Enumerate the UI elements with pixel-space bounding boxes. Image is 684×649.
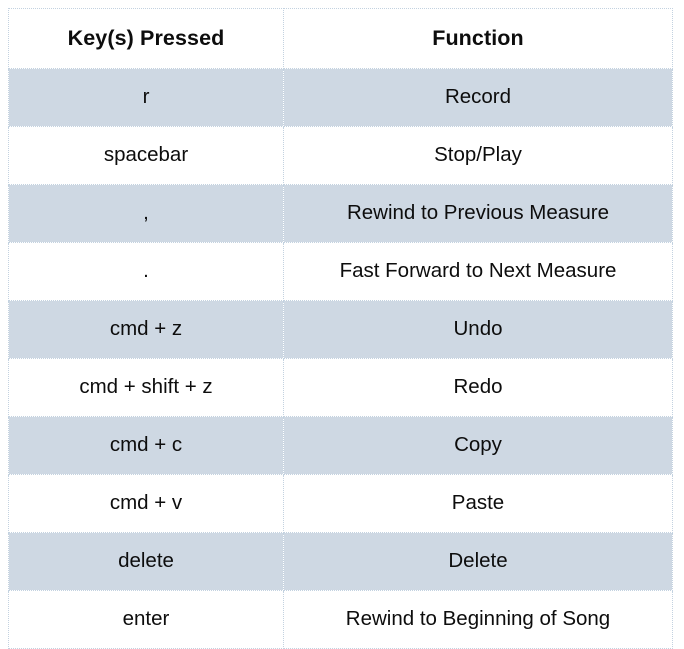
cell-key: cmd + z — [8, 300, 284, 359]
cell-function: Fast Forward to Next Measure — [283, 242, 673, 301]
cell-key: enter — [8, 590, 284, 649]
cell-key: . — [8, 242, 284, 301]
cell-function: Undo — [283, 300, 673, 359]
table-header: Key(s) Pressed Function — [8, 8, 673, 69]
cell-key: cmd + shift + z — [8, 358, 284, 417]
cell-function: Delete — [283, 532, 673, 591]
cell-key: cmd + v — [8, 474, 284, 533]
table-header-row: Key(s) Pressed Function — [8, 8, 673, 69]
cell-function: Stop/Play — [283, 126, 673, 185]
cell-function: Redo — [283, 358, 673, 417]
cell-function: Paste — [283, 474, 673, 533]
cell-function: Rewind to Beginning of Song — [283, 590, 673, 649]
cell-key: cmd + c — [8, 416, 284, 475]
cell-function: Rewind to Previous Measure — [283, 184, 673, 243]
column-header-function: Function — [283, 8, 673, 69]
table-row: .Fast Forward to Next Measure — [8, 242, 673, 301]
cell-function: Record — [283, 68, 673, 127]
cell-key: , — [8, 184, 284, 243]
column-header-keys: Key(s) Pressed — [8, 8, 284, 69]
cell-key: spacebar — [8, 126, 284, 185]
cell-key: delete — [8, 532, 284, 591]
table-row: ,Rewind to Previous Measure — [8, 184, 673, 243]
cell-function: Copy — [283, 416, 673, 475]
cell-key: r — [8, 68, 284, 127]
